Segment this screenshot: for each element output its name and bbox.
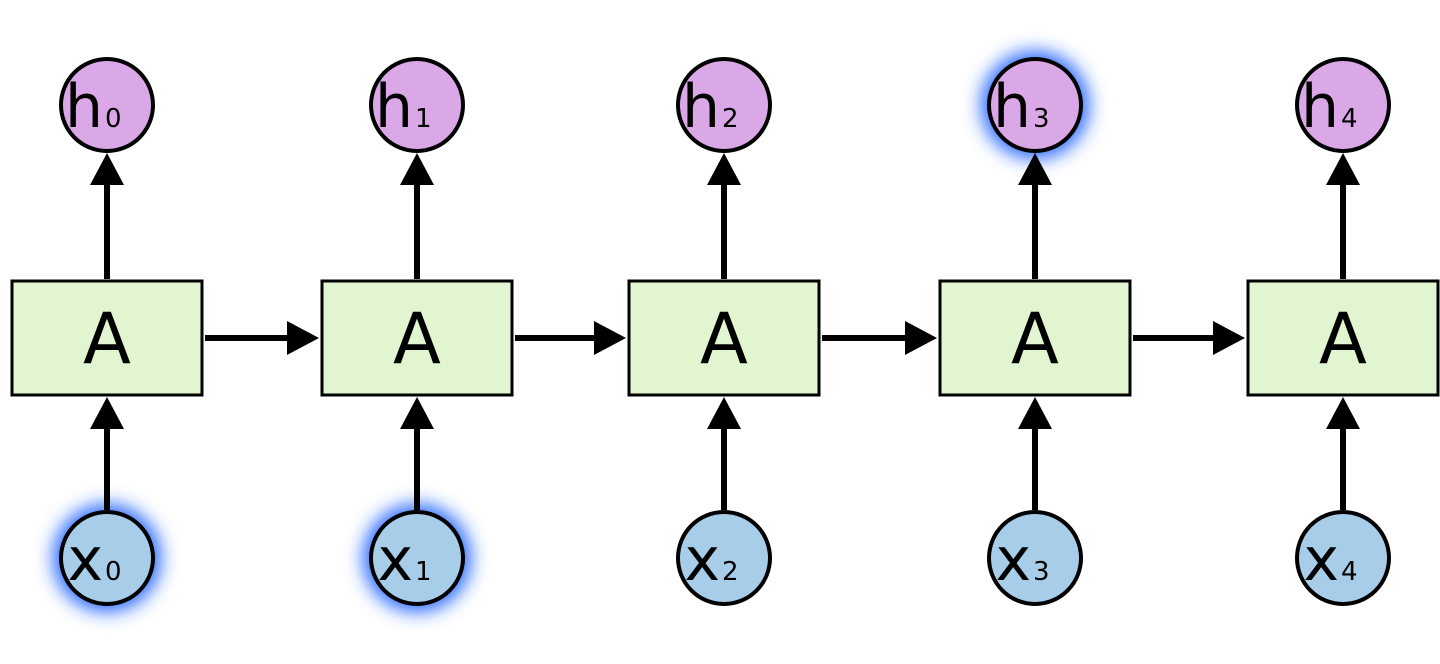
rnn-cell-box-4 xyxy=(1246,279,1440,397)
input-node-0-circle xyxy=(59,510,155,606)
output-node-4-circle xyxy=(1295,57,1391,153)
output-arrow-0-head xyxy=(90,153,124,185)
input-node-0-symbol: x xyxy=(67,525,103,595)
output-node-4-subscript: 4 xyxy=(1341,104,1358,134)
output-arrow-3 xyxy=(1018,153,1052,279)
output-node-1-circle xyxy=(369,57,465,153)
input-arrow-4 xyxy=(1326,397,1360,510)
input-node-1-circle xyxy=(369,510,465,606)
recurrent-arrow-1 xyxy=(515,321,626,355)
input-node-3-symbol: x xyxy=(995,525,1031,595)
input-arrow-3 xyxy=(1018,397,1052,510)
output-arrow-0 xyxy=(90,153,124,279)
output-arrow-2 xyxy=(707,153,741,279)
input-node-4-subscript: 4 xyxy=(1341,557,1358,587)
rnn-cell-label-0: A xyxy=(83,298,131,380)
output-node-3-subscript: 3 xyxy=(1033,104,1050,134)
highlight-glow-layer xyxy=(53,51,1089,612)
recurrent-arrow-3 xyxy=(1133,321,1245,355)
rnn-cell-2: A xyxy=(627,279,821,397)
rnn-cell-label-4: A xyxy=(1319,298,1367,380)
input-node-1-subscript: 1 xyxy=(415,557,432,587)
input-arrow-4-head xyxy=(1326,397,1360,429)
input-arrow-0 xyxy=(90,397,124,510)
output-arrow-1-head xyxy=(400,153,434,185)
input-node-2-subscript: 2 xyxy=(722,557,739,587)
input-node-3-circle xyxy=(987,510,1083,606)
output-node-0-symbol: h xyxy=(65,72,103,142)
output-node-2-symbol: h xyxy=(682,72,720,142)
input-node-3-subscript: 3 xyxy=(1033,557,1050,587)
rnn-cell-label-2: A xyxy=(700,298,748,380)
input-node-4-circle xyxy=(1295,510,1391,606)
output-arrow-3-head xyxy=(1018,153,1052,185)
output-node-2-circle xyxy=(676,57,772,153)
recurrent-arrow-0-head xyxy=(287,321,319,355)
input-node-2-symbol: x xyxy=(684,525,720,595)
rnn-cell-3: A xyxy=(938,279,1132,397)
recurrent-arrow-2-head xyxy=(905,321,937,355)
input-node-4-symbol: x xyxy=(1303,525,1339,595)
input-node-1-symbol: x xyxy=(377,525,413,595)
output-node-2-subscript: 2 xyxy=(722,104,739,134)
recurrent-arrow-0 xyxy=(205,321,319,355)
rnn-cell-label-1: A xyxy=(393,298,441,380)
input-arrow-1 xyxy=(400,397,434,510)
rnn-cell-0: A xyxy=(10,279,204,397)
output-node-1-symbol: h xyxy=(375,72,413,142)
recurrent-arrow-1-head xyxy=(594,321,626,355)
output-node-1-subscript: 1 xyxy=(415,104,432,134)
output-arrow-1 xyxy=(400,153,434,279)
rnn-cell-box-1 xyxy=(320,279,514,397)
input-arrow-2-head xyxy=(707,397,741,429)
output-node-4-symbol: h xyxy=(1301,72,1339,142)
rnn-cell-label-3: A xyxy=(1011,298,1059,380)
input-arrow-2 xyxy=(707,397,741,510)
input-node-2-circle xyxy=(676,510,772,606)
rnn-cell-box-2 xyxy=(627,279,821,397)
rnn-cell-box-3 xyxy=(938,279,1132,397)
recurrent-arrow-2 xyxy=(822,321,937,355)
output-arrow-4 xyxy=(1326,153,1360,279)
output-node-0-subscript: 0 xyxy=(105,104,122,134)
rnn-cell-4: A xyxy=(1246,279,1440,397)
arrow-layer xyxy=(90,153,1360,510)
input-arrow-3-head xyxy=(1018,397,1052,429)
output-arrow-4-head xyxy=(1326,153,1360,185)
output-node-0-circle xyxy=(59,57,155,153)
input-arrow-1-head xyxy=(400,397,434,429)
input-arrow-0-head xyxy=(90,397,124,429)
rnn-cell-box-0 xyxy=(10,279,204,397)
output-node-3-symbol: h xyxy=(993,72,1031,142)
output-arrow-2-head xyxy=(707,153,741,185)
input-node-0-subscript: 0 xyxy=(105,557,122,587)
rnn-cell-1: A xyxy=(320,279,514,397)
recurrent-arrow-3-head xyxy=(1213,321,1245,355)
output-node-3-circle xyxy=(987,57,1083,153)
